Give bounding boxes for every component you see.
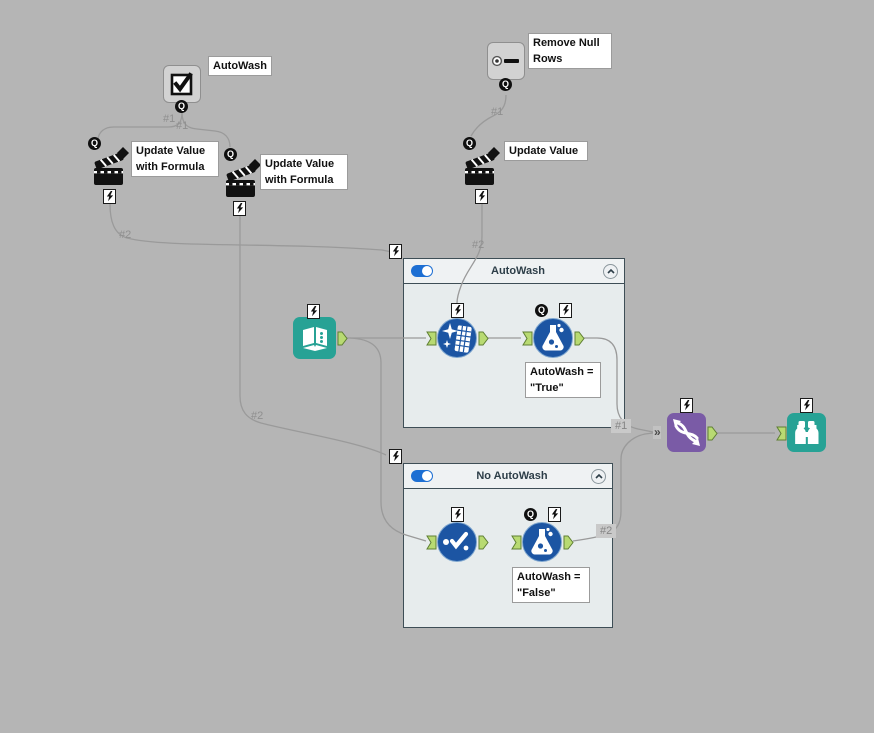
container-enable-toggle[interactable] <box>411 265 433 277</box>
lightning-bolt-icon <box>392 246 399 257</box>
annotation-label[interactable]: Update Value with Formula <box>260 154 348 190</box>
action-anchor-badge[interactable] <box>451 303 464 318</box>
text-input-book-icon <box>302 327 327 351</box>
lightning-bolt-icon <box>551 509 558 520</box>
lightning-bolt-icon <box>454 305 461 316</box>
lightning-bolt-icon <box>454 509 461 520</box>
checkbox-tool[interactable] <box>163 65 201 103</box>
output-anchor[interactable] <box>574 331 585 346</box>
input-anchor[interactable] <box>426 535 437 550</box>
action-anchor-badge[interactable] <box>559 303 572 318</box>
action-clapperboard-icon <box>465 147 500 185</box>
formula-flask-icon <box>531 527 553 555</box>
question-anchor-badge[interactable]: Q <box>175 100 188 113</box>
lightning-bolt-icon <box>310 306 317 317</box>
question-anchor-badge[interactable]: Q <box>463 137 476 150</box>
lightning-bolt-icon <box>562 305 569 316</box>
output-anchor[interactable] <box>707 426 718 441</box>
input-anchor[interactable] <box>522 331 533 346</box>
connection-label: #2 <box>251 410 264 422</box>
container-title: No AutoWash <box>476 470 548 482</box>
action-tool-update-value[interactable] <box>463 145 503 187</box>
collapse-button[interactable] <box>591 468 606 484</box>
action-anchor-badge[interactable] <box>548 507 561 522</box>
question-anchor-badge[interactable]: Q <box>224 148 237 161</box>
container-title: AutoWash <box>491 265 545 277</box>
action-tool-update-value-with-formula-1[interactable] <box>92 145 132 187</box>
action-clapperboard-icon <box>226 159 261 197</box>
question-anchor-badge[interactable]: Q <box>524 508 537 521</box>
connection-label: #1 <box>611 419 632 433</box>
output-anchor[interactable] <box>563 535 574 550</box>
browse-binoculars-icon <box>795 421 819 444</box>
multi-input-anchor[interactable]: » <box>653 425 661 439</box>
lightning-bolt-icon <box>236 203 243 214</box>
formula-tool-false[interactable] <box>522 522 562 562</box>
action-anchor-badge[interactable] <box>800 398 813 413</box>
lightning-bolt-icon <box>478 191 485 202</box>
action-anchor-badge[interactable] <box>233 201 246 216</box>
select-tool[interactable] <box>437 522 477 562</box>
text-input-tool[interactable] <box>293 317 336 359</box>
action-anchor-badge[interactable] <box>475 189 488 204</box>
container-header[interactable]: No AutoWash <box>404 464 612 489</box>
container-enable-toggle[interactable] <box>411 470 433 482</box>
output-anchor[interactable] <box>337 331 348 346</box>
connection-label: #1 <box>163 113 176 125</box>
annotation-label[interactable]: AutoWash <box>208 56 272 76</box>
chevron-up-icon <box>606 268 615 274</box>
toggle-knob <box>422 266 432 276</box>
action-anchor-badge[interactable] <box>389 244 402 259</box>
lightning-bolt-icon <box>683 400 690 411</box>
connection-label: #2 <box>119 229 132 241</box>
lightning-bolt-icon <box>803 400 810 411</box>
output-anchor[interactable] <box>478 331 489 346</box>
action-anchor-badge[interactable] <box>389 449 402 464</box>
formula-tool-true[interactable] <box>533 318 573 358</box>
annotation-label[interactable]: Remove Null Rows <box>528 33 612 69</box>
input-anchor[interactable] <box>511 535 522 550</box>
output-anchor[interactable] <box>478 535 489 550</box>
collapse-button[interactable] <box>603 263 618 279</box>
action-anchor-badge[interactable] <box>680 398 693 413</box>
connection-label: #2 <box>472 239 485 251</box>
question-anchor-badge[interactable]: Q <box>535 304 548 317</box>
annotation-label[interactable]: AutoWash = "False" <box>512 567 590 603</box>
radio-button-tool[interactable] <box>487 42 525 80</box>
toggle-knob <box>422 471 432 481</box>
checkbox-icon <box>170 72 193 96</box>
data-cleansing-tool[interactable] <box>437 318 477 358</box>
annotation-label[interactable]: Update Value <box>504 141 588 161</box>
chevron-up-icon <box>594 473 603 479</box>
container-header[interactable]: AutoWash <box>404 259 624 284</box>
action-tool-update-value-with-formula-2[interactable] <box>224 157 264 199</box>
lightning-bolt-icon <box>106 191 113 202</box>
select-check-icon <box>443 531 469 551</box>
connection-label: #2 <box>596 524 617 538</box>
annotation-label[interactable]: Update Value with Formula <box>131 141 219 177</box>
input-anchor[interactable] <box>776 426 787 441</box>
action-anchor-badge[interactable] <box>103 189 116 204</box>
browse-tool[interactable] <box>787 413 826 452</box>
question-anchor-badge[interactable]: Q <box>88 137 101 150</box>
question-anchor-badge[interactable]: Q <box>499 78 512 91</box>
annotation-label[interactable]: AutoWash = "True" <box>525 362 601 398</box>
connection-label: #1 <box>491 106 504 118</box>
action-anchor-badge[interactable] <box>307 304 320 319</box>
lightning-bolt-icon <box>392 451 399 462</box>
formula-flask-icon <box>542 323 564 351</box>
action-anchor-badge[interactable] <box>451 507 464 522</box>
data-cleansing-icon <box>442 323 472 353</box>
union-icon <box>673 419 700 446</box>
union-tool[interactable] <box>667 413 706 452</box>
action-clapperboard-icon <box>94 147 129 185</box>
input-anchor[interactable] <box>426 331 437 346</box>
radio-button-icon <box>491 55 519 67</box>
connection-label: #1 <box>176 120 189 132</box>
